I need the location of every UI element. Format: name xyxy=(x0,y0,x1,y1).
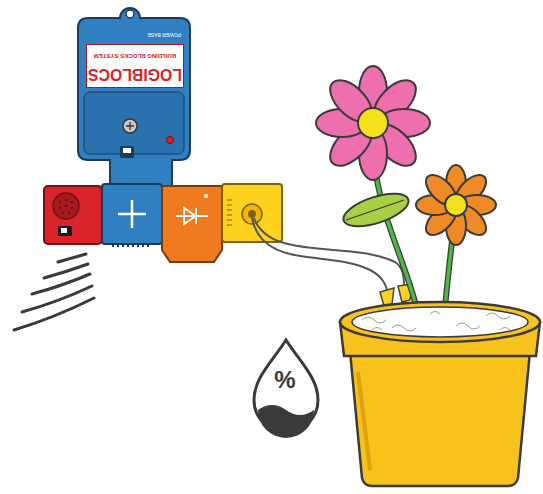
power-base xyxy=(78,8,190,186)
percent-sign: % xyxy=(274,368,295,392)
logic-block xyxy=(162,186,222,262)
brand-subtitle: BUILDING BLOCKS SYSTEM xyxy=(94,53,176,59)
moisture-drop: % xyxy=(258,362,314,396)
plus-block xyxy=(102,184,162,246)
speaker-block xyxy=(44,186,102,244)
moisture-drop-icon xyxy=(254,340,318,438)
sensor-block xyxy=(222,184,282,242)
pink-flower xyxy=(316,66,430,180)
probe-wires xyxy=(252,218,404,294)
flower-pot xyxy=(340,302,540,486)
base-label: POWER BASE xyxy=(147,32,181,37)
sound-waves xyxy=(14,254,94,330)
logo-label: LOGIBLOCSBUILDING BLOCKS SYSTEMPOWER BAS… xyxy=(86,44,184,88)
orange-flower xyxy=(416,165,496,245)
brand-name: LOGIBLOCS xyxy=(88,66,182,82)
